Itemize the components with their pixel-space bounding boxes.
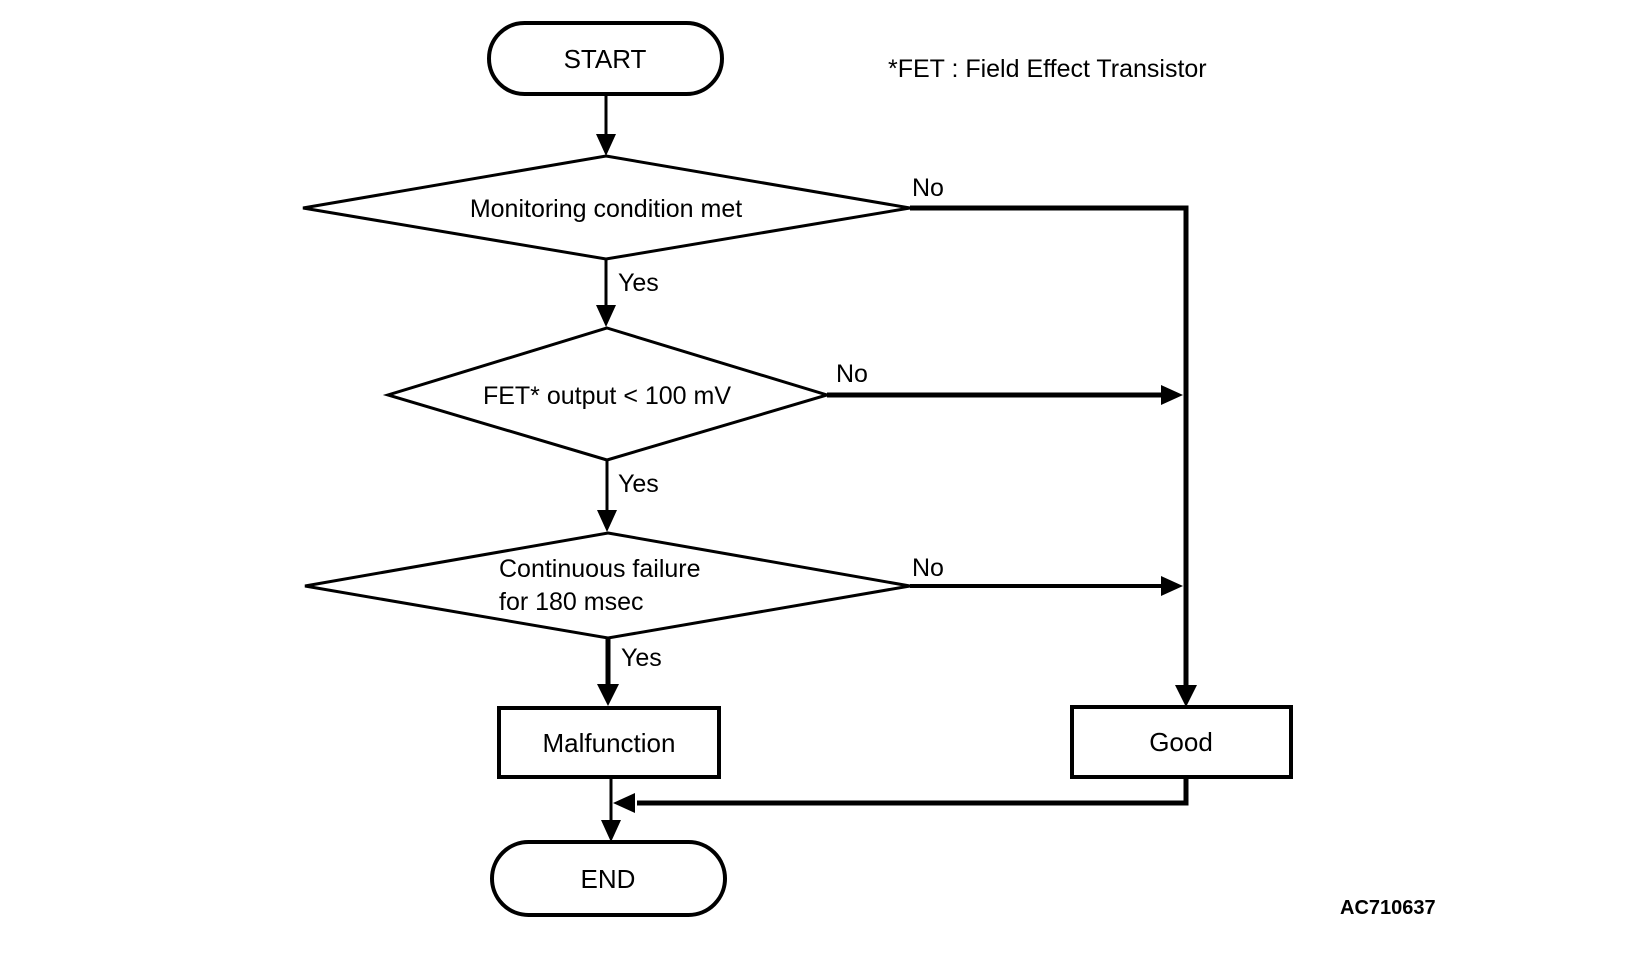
arrowhead-down-icon [597, 510, 617, 532]
edge-label-no-1: No [912, 174, 944, 202]
edge-monitoring-yes [596, 259, 616, 327]
end-node-label: END [581, 864, 636, 894]
edge-fet-no [827, 385, 1183, 405]
malfunction-node: Malfunction [497, 706, 721, 779]
arrowhead-right-icon [1161, 576, 1183, 596]
end-node: END [490, 840, 727, 917]
edge-label-yes-1: Yes [618, 269, 659, 297]
decision-monitoring-condition-label: Monitoring condition met [470, 195, 742, 223]
arrowhead-down-icon [601, 820, 621, 842]
fet-footnote: *FET : Field Effect Transistor [888, 55, 1207, 83]
start-node: START [487, 21, 724, 96]
edge-start-to-monitoring [596, 94, 616, 156]
arrowhead-down-icon [1175, 685, 1197, 707]
decision-fet-output: FET* output < 100 mV [382, 326, 833, 462]
edge-label-no-2: No [836, 360, 868, 388]
figure-code: AC710637 [1340, 897, 1436, 919]
edge-label-yes-3: Yes [621, 644, 662, 672]
edge-fet-yes [597, 460, 617, 532]
decision-monitoring-condition: Monitoring condition met [302, 154, 911, 261]
arrowhead-down-icon [596, 305, 616, 327]
edge-continuous-yes [597, 638, 619, 706]
arrowhead-down-icon [597, 684, 619, 706]
malfunction-node-label: Malfunction [543, 728, 676, 758]
edge-good-to-end [613, 777, 1189, 813]
edge-label-no-3: No [912, 554, 944, 582]
decision-continuous-failure-label-line1: Continuous failure [499, 555, 701, 583]
arrowhead-down-icon [596, 134, 616, 156]
decision-continuous-failure-label-line2: for 180 msec [499, 588, 644, 616]
edge-monitoring-no [910, 205, 1197, 707]
good-node-label: Good [1149, 727, 1213, 757]
decision-continuous-failure: Continuous failure for 180 msec [304, 531, 911, 640]
edge-continuous-no [910, 576, 1183, 596]
edge-malfunction-to-end [601, 777, 621, 842]
decision-fet-output-label: FET* output < 100 mV [483, 382, 731, 410]
arrowhead-left-icon [613, 793, 635, 813]
edge-label-yes-2: Yes [618, 470, 659, 498]
arrowhead-right-icon [1161, 385, 1183, 405]
start-node-label: START [564, 44, 647, 74]
good-node: Good [1070, 705, 1293, 779]
